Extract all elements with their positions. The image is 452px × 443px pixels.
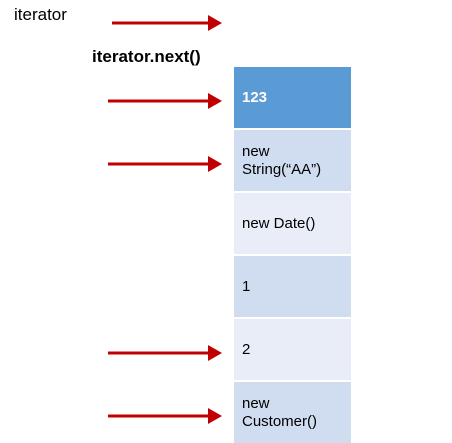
collection-cell: 2: [234, 319, 351, 380]
collection-cell: 1: [234, 256, 351, 317]
cell-text: new: [242, 394, 270, 412]
cell-text: new Date(): [242, 214, 316, 232]
pointer-arrow: [108, 93, 222, 109]
pointer-arrow: [112, 15, 222, 31]
pointer-arrow: [108, 156, 222, 172]
cell-text: 2: [242, 340, 251, 358]
cell-text: new: [242, 142, 270, 160]
collection-cell: new Date(): [234, 193, 351, 254]
iterator-next-label: iterator.next(): [92, 47, 201, 66]
cell-text: 1: [242, 277, 251, 295]
cell-text: 123: [242, 88, 268, 106]
pointer-arrow: [108, 408, 222, 424]
cell-text: Customer(): [242, 412, 318, 430]
collection-cell: 123: [234, 67, 351, 128]
iterator-label: iterator: [14, 5, 67, 24]
cell-text: String(“AA”): [242, 160, 322, 178]
pointer-arrow: [108, 345, 222, 361]
